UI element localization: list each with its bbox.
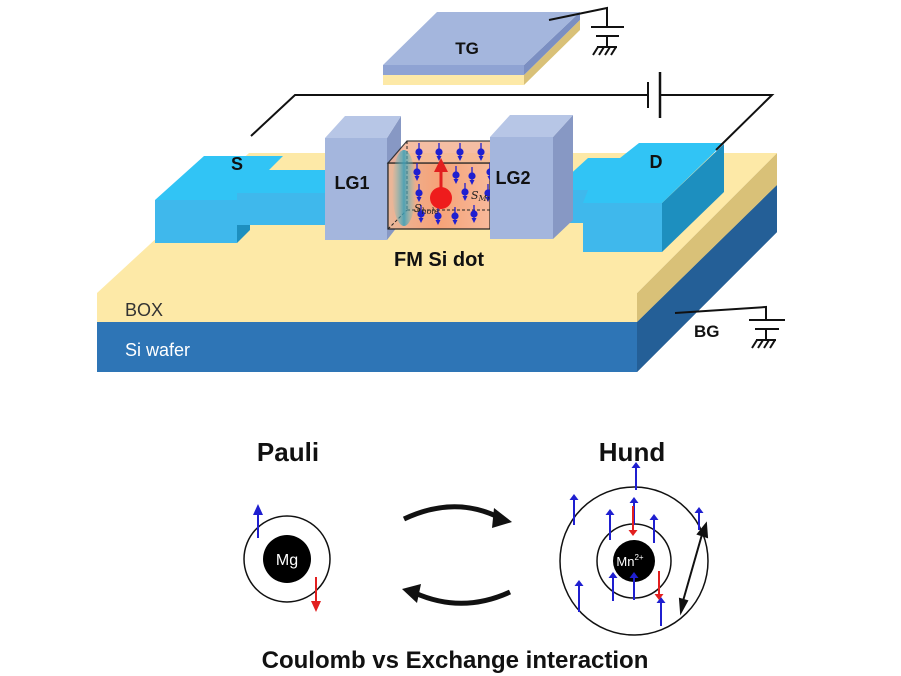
hund-spin-arrows <box>569 462 704 626</box>
mn-spin <box>415 143 423 161</box>
mn-spin <box>434 207 442 225</box>
circuit-wires <box>250 6 775 320</box>
pauli-spin-down-arrow <box>311 577 321 612</box>
hund-spin-up-arrow <box>574 580 584 612</box>
hund-spin-down-arrow <box>628 506 638 536</box>
cycle-arrows <box>402 504 512 606</box>
mn-spin <box>470 205 478 223</box>
mn-spin <box>417 205 425 223</box>
source-label: S <box>231 154 243 174</box>
pauli-atom-label: Mg <box>276 552 298 569</box>
bg-ground-icon <box>749 319 785 349</box>
source-electrode <box>155 156 336 243</box>
mn-spin <box>413 163 421 181</box>
mn-spin <box>477 143 485 161</box>
hund-spin-up-arrow <box>631 462 641 490</box>
dot-caption: FM Si dot <box>394 249 484 271</box>
pauli-spin-up-arrow <box>253 504 263 538</box>
drain-label: D <box>650 152 663 172</box>
hund-spin-up-arrow <box>569 494 579 525</box>
mn-spin-label: SMn <box>471 189 492 203</box>
wafer-label: Si wafer <box>125 340 190 360</box>
hund-spin-up-arrow <box>656 597 666 626</box>
hund-double-arrow <box>678 521 709 616</box>
lg2-label: LG2 <box>495 168 530 188</box>
mn-spin <box>451 207 459 225</box>
mn-spin <box>415 184 423 202</box>
hund-atom-label: Mn2+ <box>616 553 644 569</box>
hund-spin-up-arrow <box>629 572 639 600</box>
top-gate <box>383 12 580 85</box>
hund-title: Hund <box>599 437 665 467</box>
drain-electrode <box>553 143 724 252</box>
hund-spin-up-arrow <box>608 572 618 601</box>
rules-diagram: Pauli Hund Mg <box>243 437 709 674</box>
pauli-atom: Mg <box>243 504 331 612</box>
tg-label: TG <box>455 39 479 58</box>
mn-spin <box>468 167 476 185</box>
hund-atom: Mn2+ <box>559 486 709 636</box>
mn-spin <box>435 143 443 161</box>
hole-spin-label: Shole <box>414 202 439 216</box>
lg2-gate <box>490 115 573 239</box>
si-wafer-layer <box>97 185 777 372</box>
device-diagram: Shole SMn <box>97 6 785 372</box>
bg-label: BG <box>694 322 720 341</box>
hole-spin <box>430 158 452 209</box>
mn-spin <box>484 184 492 202</box>
mn-spin <box>456 143 464 161</box>
caption: Coulomb vs Exchange interaction <box>262 647 649 674</box>
hund-spin-up-arrow <box>605 509 615 540</box>
box-label: BOX <box>125 300 163 320</box>
hund-spin-up-arrow <box>649 514 659 543</box>
mn-spin <box>461 183 469 201</box>
hund-spin-down-arrow <box>654 571 664 600</box>
mn-spin <box>452 166 460 184</box>
lg1-label: LG1 <box>334 173 369 193</box>
pauli-title: Pauli <box>257 437 319 467</box>
tg-ground-icon <box>591 26 624 56</box>
hund-spin-up-arrow <box>694 507 704 530</box>
